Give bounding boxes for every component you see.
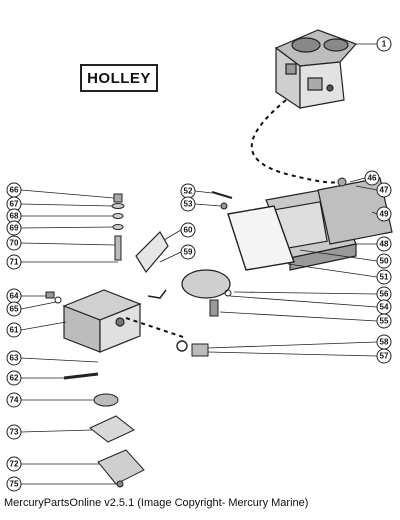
callout-label-1: 1 (382, 40, 387, 49)
callout-leader-60 (163, 229, 182, 241)
callout-label-73: 73 (10, 428, 19, 437)
needle-valve (209, 299, 219, 317)
callout-label-65: 65 (10, 305, 19, 314)
callout-circle-46 (364, 170, 380, 186)
callout-leader-51 (287, 263, 378, 278)
callout-leader-65 (20, 301, 57, 310)
float (181, 269, 231, 299)
callout-label-64: 64 (10, 292, 19, 301)
callout-label-69: 69 (10, 224, 19, 233)
callout-label-50: 50 (380, 257, 389, 266)
callout-label-54: 54 (380, 303, 389, 312)
gasket-plate (317, 177, 393, 245)
callout-circle-55 (376, 313, 392, 329)
carburetor-body (274, 29, 358, 110)
callout-label-47: 47 (380, 186, 389, 195)
callout-label-68: 68 (10, 212, 19, 221)
callout-circle-61 (6, 322, 22, 338)
callout-circle-74 (6, 392, 22, 408)
footer-copyright: MercuryPartsOnline v2.5.1 (Image Copyrig… (4, 497, 309, 509)
callout-label-74: 74 (10, 396, 19, 405)
callout-circle-60 (180, 222, 196, 238)
pump-body (62, 289, 142, 353)
callout-circle-70 (6, 235, 22, 251)
cover-72 (97, 449, 145, 485)
plate-73 (89, 415, 135, 443)
callout-label-61: 61 (10, 326, 19, 335)
callout-label-67: 67 (10, 200, 19, 209)
callout-circle-63 (6, 350, 22, 366)
callout-label-58: 58 (380, 338, 389, 347)
callout-circle-62 (6, 370, 22, 386)
callout-label-59: 59 (184, 248, 193, 257)
callout-leader-56 (233, 291, 378, 295)
callout-leader-52 (194, 190, 213, 194)
callout-label-53: 53 (184, 200, 193, 209)
callout-label-62: 62 (10, 374, 19, 383)
connection-line-carb (250, 99, 343, 184)
callout-label-71: 71 (10, 258, 19, 267)
callout-leader-57 (207, 351, 378, 357)
callout-circle-73 (6, 424, 22, 440)
callout-circle-57 (376, 348, 392, 364)
fitting-58 (191, 343, 209, 357)
callout-circle-72 (6, 456, 22, 472)
brand-label: HOLLEY (80, 64, 158, 92)
callout-circle-47 (376, 182, 392, 198)
callout-leader-54 (229, 295, 378, 308)
bracket-60 (135, 231, 169, 274)
callout-leader-53 (194, 203, 222, 207)
callout-circle-50 (376, 253, 392, 269)
callout-leader-70 (20, 242, 116, 246)
connection-line-pump (125, 317, 187, 339)
callout-leader-63 (20, 357, 99, 363)
callout-leader-47 (355, 185, 378, 191)
callout-circle-59 (180, 244, 196, 260)
callout-leader-58 (207, 341, 378, 349)
diaphragm-74 (93, 393, 119, 407)
callout-circle-49 (376, 206, 392, 222)
clip-59 (147, 289, 167, 299)
callout-label-57: 57 (380, 352, 389, 361)
callout-circle-75 (6, 476, 22, 492)
callout-label-60: 60 (184, 226, 193, 235)
callout-circle-53 (180, 196, 196, 212)
callout-label-48: 48 (380, 240, 389, 249)
callout-leader-61 (20, 321, 67, 331)
callout-circle-71 (6, 254, 22, 270)
callout-leader-67 (20, 203, 113, 207)
callout-leader-55 (219, 311, 378, 322)
callout-label-72: 72 (10, 460, 19, 469)
callout-label-75: 75 (10, 480, 19, 489)
callout-leader-73 (20, 429, 93, 433)
callout-label-56: 56 (380, 290, 389, 299)
callout-leader-66 (20, 189, 115, 199)
callout-circle-1 (376, 36, 392, 52)
callout-circle-69 (6, 220, 22, 236)
callout-label-46: 46 (368, 174, 377, 183)
callout-label-52: 52 (184, 187, 193, 196)
callout-leader-59 (159, 251, 182, 263)
callout-label-49: 49 (380, 210, 389, 219)
callout-label-66: 66 (10, 186, 19, 195)
callout-label-51: 51 (380, 273, 389, 282)
callout-leader-49 (371, 211, 378, 215)
gasket-51 (227, 205, 295, 271)
callout-circle-51 (376, 269, 392, 285)
callout-leader-50 (299, 249, 378, 262)
callout-label-55: 55 (380, 317, 389, 326)
callout-label-63: 63 (10, 354, 19, 363)
callout-circle-65 (6, 301, 22, 317)
callout-leader-69 (20, 226, 114, 229)
callout-circle-48 (376, 236, 392, 252)
callout-label-70: 70 (10, 239, 19, 248)
callout-leader-46 (349, 177, 366, 183)
